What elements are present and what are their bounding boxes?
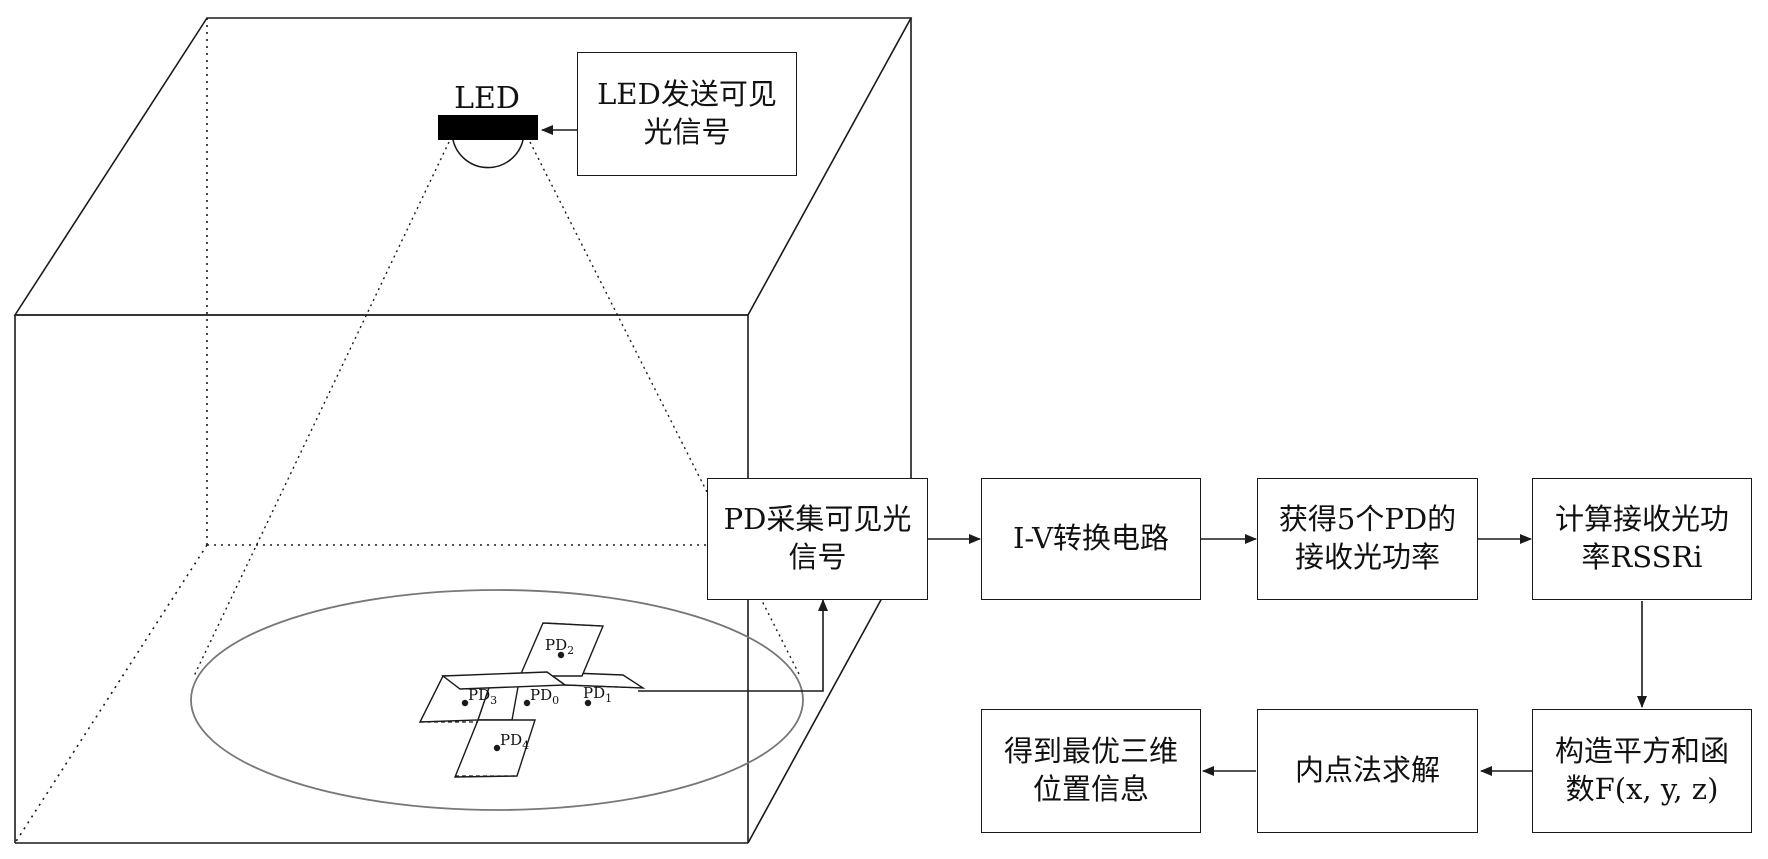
led-send-box: LED发送可见光信号 [577, 52, 797, 176]
light-cone-left-ray [194, 142, 449, 676]
interior-point-line1: 内点法求解 [1295, 752, 1440, 790]
led-fixture [438, 115, 538, 140]
led-label: LED [454, 81, 520, 116]
led-send-line2: 光信号 [597, 114, 777, 152]
pd-collect-line1: PD采集可见光 [724, 501, 912, 539]
iv-circuit-line1: I-V转换电路 [1013, 520, 1169, 558]
get-power-box: 获得5个PD的接收光功率 [1257, 478, 1478, 600]
construct-func-line1: 构造平方和函 [1555, 733, 1729, 771]
optimal-position-box: 得到最优三维位置信息 [981, 709, 1201, 833]
room-left-floor-hidden-edge [15, 545, 207, 843]
iv-circuit-box: I-V转换电路 [981, 478, 1201, 600]
optimal-pos-line2: 位置信息 [1004, 771, 1178, 809]
led-send-line1: LED发送可见 [597, 76, 777, 114]
get-power-line1: 获得5个PD的 [1279, 501, 1456, 539]
pd0-label: PD0 [530, 686, 559, 707]
calc-rss-box: 计算接收光功率RSSRi [1532, 478, 1752, 600]
arrow-pd-sensor-to-pd-collect [638, 600, 823, 691]
calc-rss-line2: 率RSSRi [1555, 539, 1729, 577]
calc-rss-line1: 计算接收光功 [1555, 501, 1729, 539]
led-lens [453, 140, 523, 168]
construct-func-line2: 数F(x, y, z) [1555, 771, 1729, 809]
construct-func-box: 构造平方和函数F(x, y, z) [1532, 709, 1752, 833]
get-power-line2: 接收光功率 [1279, 539, 1456, 577]
interior-point-box: 内点法求解 [1257, 709, 1478, 833]
optimal-pos-line1: 得到最优三维 [1004, 733, 1178, 771]
pd-collect-box: PD采集可见光信号 [707, 478, 928, 600]
pd-collect-line2: 信号 [724, 539, 912, 577]
